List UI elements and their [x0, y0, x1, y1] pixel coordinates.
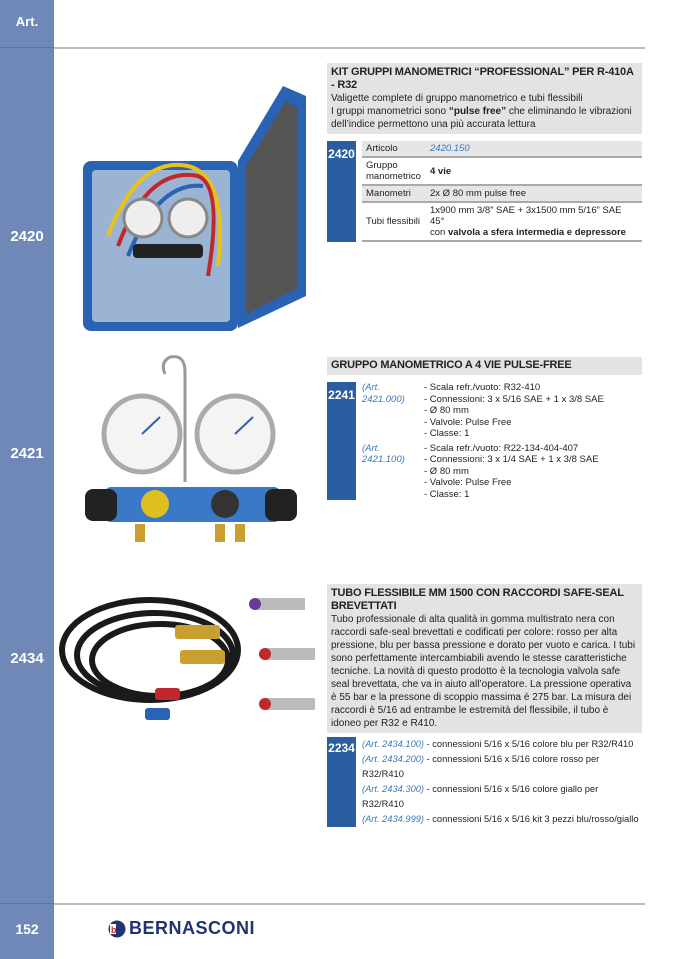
divider [54, 903, 645, 905]
side-number: 2421 [10, 445, 44, 462]
product-row: 2241 (Art. 2421.000) - Scala refr./vuoto… [327, 382, 642, 500]
product-code: 2420 [327, 141, 356, 242]
article-list: (Art. 2434.100) - connessioni 5/16 x 5/1… [362, 737, 642, 827]
section-title: TUBO FLESSIBILE MM 1500 CON RACCORDI SAF… [331, 587, 624, 612]
description-line: dell’indice permettono una più accurata … [331, 119, 536, 130]
sidebar: Art. 2420 2421 2434 [0, 0, 54, 959]
kit-description-box: KIT GRUPPI MANOMETRICI “PROFESSIONAL” PE… [327, 63, 642, 134]
section-hose: TUBO FLESSIBILE MM 1500 CON RACCORDI SAF… [327, 584, 642, 827]
list-item: (Art. 2434.200) - connessioni 5/16 x 5/1… [362, 754, 600, 779]
brand-name: BERNASCONI [129, 918, 256, 938]
section-kit: KIT GRUPPI MANOMETRICI “PROFESSIONAL” PE… [327, 63, 642, 242]
hose-image [59, 597, 315, 720]
title-box: GRUPPO MANOMETRICO A 4 VIE PULSE-FREE [327, 357, 642, 375]
divider [0, 903, 54, 904]
product-row: 2234 (Art. 2434.100) - connessioni 5/16 … [327, 737, 642, 827]
side-number: 2420 [10, 228, 44, 245]
hose-description-box: TUBO FLESSIBILE MM 1500 CON RACCORDI SAF… [327, 584, 642, 733]
list-item: (Art. 2434.300) - connessioni 5/16 x 5/1… [362, 784, 599, 809]
divider [54, 47, 645, 49]
section-title: KIT GRUPPI MANOMETRICI “PROFESSIONAL” PE… [331, 66, 634, 91]
manifold-kit-case-image [83, 86, 306, 331]
list-item: (Art. 2421.100) - Scala refr./vuoto: R22… [362, 442, 599, 500]
product-code: 2241 [327, 382, 356, 500]
section-manifold: GRUPPO MANOMETRICO A 4 VIE PULSE-FREE 22… [327, 357, 642, 500]
divider [0, 47, 54, 48]
list-item: (Art. 2434.100) - connessioni 5/16 x 5/1… [362, 739, 634, 749]
description-text: Tubo professionale di alta qualità in go… [331, 614, 636, 729]
list-item: (Art. 2434.999) - connessioni 5/16 x 5/1… [362, 814, 639, 824]
manifold-gauge-image [85, 355, 297, 542]
article-list: (Art. 2421.000) - Scala refr./vuoto: R32… [362, 382, 604, 500]
section-title: GRUPPO MANOMETRICO A 4 VIE PULSE-FREE [331, 359, 572, 371]
brand-logo: b BERNASCONI [108, 918, 255, 939]
svg-text:b: b [111, 925, 117, 935]
description-line: Valigette complete di gruppo manometrico… [331, 93, 583, 104]
description-line: I gruppi manometrici sono “pulse free” c… [331, 106, 632, 117]
list-item: (Art. 2421.000) - Scala refr./vuoto: R32… [362, 382, 604, 439]
page-number: 152 [15, 921, 39, 937]
side-number: 2434 [10, 650, 44, 667]
section-label: Art. [15, 14, 39, 29]
product-code: 2234 [327, 737, 356, 827]
